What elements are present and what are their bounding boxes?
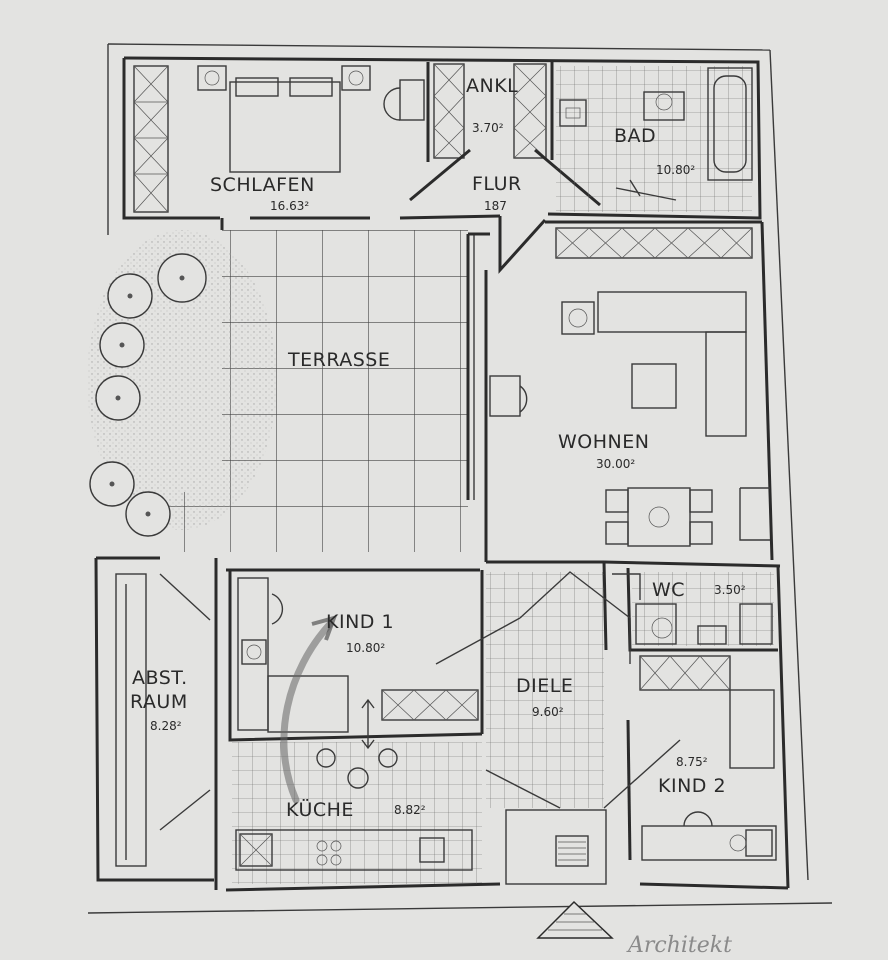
room-area-kind2: 8.75²	[676, 755, 708, 769]
abst-raum-shelves	[115, 573, 211, 867]
room-label-schlafen: SCHLAFEN	[210, 174, 315, 196]
room-area-bad: 10.80²	[656, 163, 695, 177]
kueche-kitchen	[232, 698, 482, 884]
wc-room	[612, 572, 774, 646]
wohnen-dining-table	[605, 487, 713, 547]
right-frame-line	[769, 49, 809, 881]
garden-shrubs	[87, 230, 277, 537]
room-area-diele: 9.60²	[532, 705, 564, 719]
room-label-abst-line2: RAUM	[130, 691, 188, 713]
room-label-diele: DIELE	[516, 675, 573, 697]
diele-area	[435, 571, 681, 885]
hand-drawn-arrowhead	[311, 615, 338, 641]
lower-wing-walls	[94, 556, 790, 892]
room-label-terrasse: TERRASSE	[287, 349, 390, 371]
room-area-wohnen: 30.00²	[596, 457, 635, 471]
room-label-wohnen: WOHNEN	[558, 431, 649, 453]
schlafen-desk	[383, 79, 425, 121]
room-label-bad: BAD	[614, 125, 656, 147]
room-area-schlafen: 16.63²	[270, 199, 309, 213]
room-label-abst-line1: ABST.	[132, 667, 188, 689]
kind2-furniture	[639, 655, 777, 861]
room-area-wc: 3.50²	[714, 583, 746, 597]
room-area-flur: 187	[484, 199, 507, 213]
architect-signature: Architekt	[626, 933, 732, 958]
wohnen-armchair	[489, 375, 528, 417]
room-label-wc: WC	[652, 579, 685, 601]
room-label-ankl: ANKL	[466, 75, 518, 97]
hand-drawn-arrow	[280, 620, 334, 804]
wohnen-window-cabinets	[555, 227, 753, 259]
wohnen-door	[739, 487, 770, 541]
ankl-wardrobes	[433, 63, 547, 159]
schlafen-wardrobe	[133, 65, 169, 213]
bottom-frame-line	[87, 902, 833, 914]
top-frame-line	[107, 43, 771, 51]
wohnen-walls	[484, 220, 774, 562]
room-area-abst: 8.28²	[150, 719, 182, 733]
room-label-kind1: KIND 1	[326, 611, 394, 633]
wohnen-sofa	[561, 291, 747, 437]
schlafen-bed	[197, 65, 371, 173]
room-label-flur: FLUR	[472, 173, 522, 195]
flur-diagonal-left	[409, 148, 471, 202]
flur-door-wall	[498, 216, 547, 274]
room-area-ankl: 3.70²	[472, 121, 504, 135]
top-wing-walls	[122, 56, 762, 220]
room-label-kueche: KÜCHE	[286, 798, 354, 821]
entrance-marker	[536, 900, 614, 939]
kind1-furniture	[237, 577, 479, 733]
room-label-kind2: KIND 2	[658, 775, 726, 797]
room-area-kueche: 8.82²	[394, 803, 426, 817]
bad-room	[556, 66, 753, 212]
room-area-kind1: 10.80²	[346, 641, 385, 655]
